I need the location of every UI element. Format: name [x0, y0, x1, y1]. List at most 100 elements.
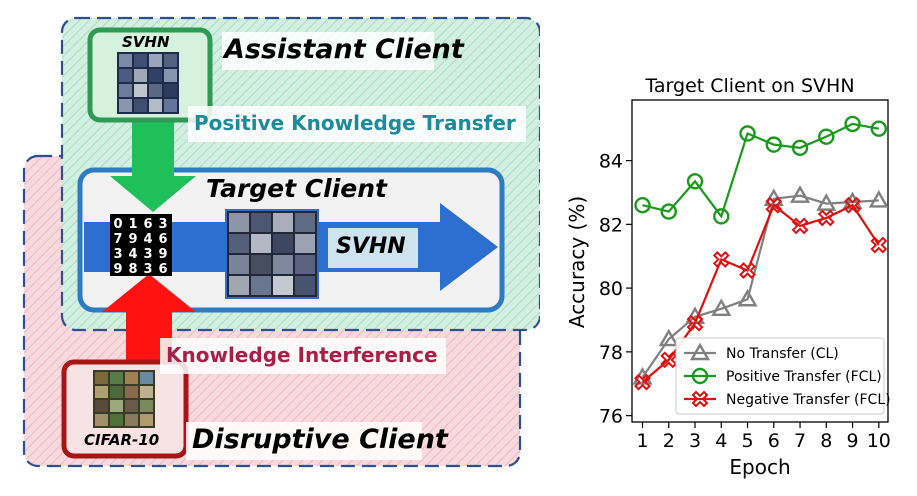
data-point: [660, 203, 677, 220]
chart-title: Target Client on SVHN: [644, 75, 854, 97]
mnist-digit: 7: [113, 232, 122, 247]
data-point: [634, 373, 651, 391]
disruptive-client-title: Disruptive Client: [192, 424, 448, 455]
assistant-client-title: Assistant Client: [224, 34, 464, 65]
data-point: [658, 328, 679, 347]
mnist-digit: 6: [143, 217, 152, 232]
data-point: [711, 298, 732, 317]
svhn-stream-label: SVHN: [336, 234, 406, 259]
data-point: [686, 314, 704, 332]
series-line: [641, 194, 879, 378]
interference-arrow: [102, 274, 196, 364]
data-point: [844, 115, 861, 133]
data-point: [818, 128, 835, 145]
target-svhn-thumbnail: [225, 209, 319, 299]
mnist-digit: 6: [158, 262, 167, 277]
y-tick-label: 80: [599, 278, 623, 300]
legend-marker: [691, 367, 709, 385]
legend-entry: Positive Transfer (FCL): [684, 367, 882, 385]
y-tick-label: 78: [599, 342, 623, 364]
assistant-svhn-thumbnail: [117, 52, 179, 114]
x-tick-label: 6: [768, 430, 780, 452]
mnist-digit: 9: [128, 232, 137, 247]
y-tick-label: 82: [599, 214, 623, 236]
legend-box: [675, 337, 885, 415]
data-point: [713, 208, 730, 225]
data-point: [712, 250, 730, 268]
mnist-digit: 3: [158, 217, 167, 232]
assistant-title-bg: [222, 32, 434, 70]
legend-label: Positive Transfer (FCL): [726, 369, 882, 385]
mnist-digit: 9: [113, 262, 122, 277]
positive-transfer-arrow: [110, 122, 196, 212]
x-axis-label: Epoch: [729, 455, 790, 479]
mnist-digit: 4: [143, 232, 152, 247]
data-point: [634, 197, 651, 214]
x-tick-label: 5: [741, 430, 753, 452]
mnist-digit: 3: [143, 262, 152, 277]
series-2: [634, 115, 888, 225]
disruptive-title-bg: [186, 422, 422, 460]
data-point: [789, 185, 811, 203]
mnist-digit: 3: [113, 247, 122, 262]
x-tick-label: 8: [820, 430, 832, 452]
data-point: [816, 193, 837, 211]
legend-marker: [689, 342, 711, 361]
y-tick-label: 84: [599, 151, 623, 173]
data-point: [791, 217, 809, 235]
assistant-dataset-label: SVHN: [122, 33, 170, 51]
y-axis-ticks: 76 78 80 82 84: [599, 151, 632, 428]
series-line: [642, 122, 880, 219]
data-point: [870, 120, 888, 137]
data-point: [870, 236, 888, 254]
legend-label: Negative Transfer (FCL): [726, 392, 891, 408]
mnist-digit: 6: [158, 232, 167, 247]
mnist-digit: 8: [128, 262, 137, 277]
x-tick-label: 3: [689, 430, 701, 452]
cifar-thumbnail: [93, 370, 155, 428]
data-point: [739, 125, 756, 142]
y-tick-label: 76: [599, 406, 623, 428]
x-tick-label: 10: [867, 430, 891, 452]
interference-label: Knowledge Interference: [166, 343, 438, 367]
x-tick-label: 2: [663, 430, 675, 452]
interference-label-bg: [160, 338, 446, 374]
data-point: [686, 173, 704, 190]
data-point: [868, 190, 888, 208]
data-point: [817, 209, 835, 227]
y-axis-label: Accuracy (%): [565, 196, 589, 328]
mnist-digit: 0: [113, 217, 122, 232]
mnist-digit: 3: [143, 247, 152, 262]
data-point: [739, 262, 756, 279]
positive-transfer-label: Positive Knowledge Transfer: [194, 111, 516, 135]
x-tick-label: 4: [715, 430, 727, 452]
data-point: [844, 196, 861, 214]
data-point: [791, 139, 809, 157]
data-point: [737, 288, 758, 307]
target-client-title: Target Client: [206, 174, 387, 203]
mnist-digit: 1: [128, 217, 137, 232]
legend-entry: No Transfer (CL): [684, 342, 839, 362]
legend-entry: Negative Transfer (FCL): [684, 390, 891, 408]
mnist-digit: 9: [158, 247, 167, 262]
x-tick-label: 7: [794, 430, 806, 452]
mnist-thumbnail: [110, 214, 172, 276]
positive-transfer-label-bg: [188, 106, 526, 142]
mnist-digit: 4: [128, 247, 137, 262]
legend-label: No Transfer (CL): [726, 346, 839, 362]
data-point: [765, 196, 783, 214]
legend-marker: [691, 390, 709, 408]
x-tick-label: 9: [847, 430, 859, 452]
plot-frame: [631, 99, 889, 423]
chart-legend: No Transfer (CL) Positive Transfer (FCL) N…: [675, 337, 891, 415]
cifar-dataset-label: CIFAR-10: [84, 431, 160, 449]
svhn-stream-label-bg: [328, 228, 418, 268]
x-tick-label: 1: [636, 430, 648, 452]
data-point: [765, 136, 782, 153]
